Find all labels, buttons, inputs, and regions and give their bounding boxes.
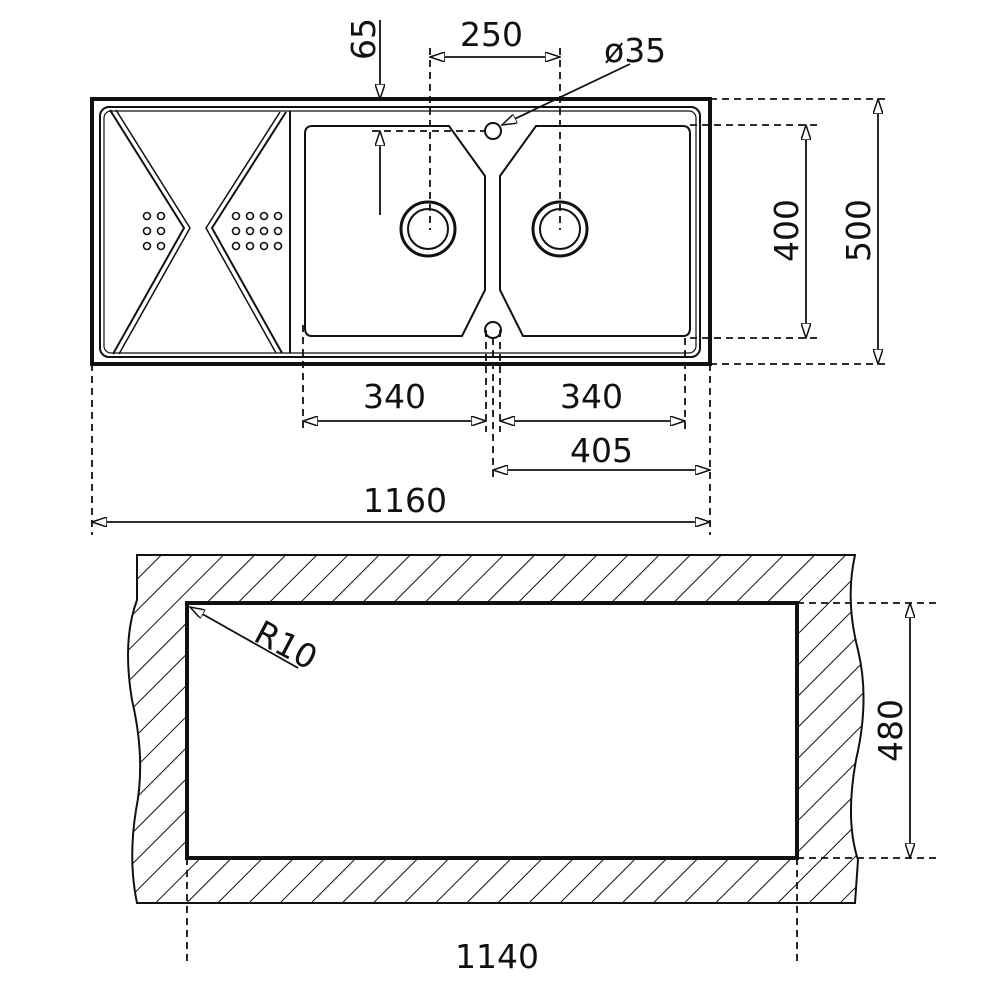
drainer-hole [245, 211, 255, 221]
drainer-hole [142, 226, 152, 236]
drainer-hole [231, 226, 241, 236]
dim-1160: 1160 [363, 481, 447, 520]
sink-outline [90, 97, 712, 366]
drainer-hole [259, 241, 269, 251]
sink-rim [99, 106, 701, 358]
drainer-hole [156, 211, 166, 221]
drainer-hole [245, 241, 255, 251]
drainer-holes [142, 211, 283, 251]
dim-65: 65 [344, 18, 383, 60]
drainer-hole [259, 226, 269, 236]
cutout-opening [185, 601, 799, 860]
drainer-hole [259, 211, 269, 221]
dim-340-right: 340 [560, 377, 623, 416]
cutout-view: R10 480 1140 [127, 554, 938, 976]
dim-500: 500 [839, 199, 878, 262]
bowl-right [499, 125, 691, 337]
drainer [109, 109, 287, 355]
drainer-hole [273, 241, 283, 251]
dim-1140: 1140 [455, 937, 539, 976]
dim-405: 405 [570, 431, 633, 470]
bowl-left [304, 125, 486, 337]
drainer-hole [142, 241, 152, 251]
overflow-hole [484, 321, 502, 339]
drainer-hole [273, 211, 283, 221]
drainer-hole [142, 211, 152, 221]
dim-hole-diameter: ø35 [604, 31, 666, 70]
drain-left [399, 200, 457, 258]
tap-hole [484, 122, 502, 140]
drainer-hole [231, 211, 241, 221]
dim-250: 250 [460, 15, 523, 54]
dim-340-left: 340 [363, 377, 426, 416]
drainer-hole [245, 226, 255, 236]
drainer-hole [273, 226, 283, 236]
drainer-hole [156, 226, 166, 236]
dim-400: 400 [767, 199, 806, 262]
drainer-hole [231, 241, 241, 251]
drainer-hole [156, 241, 166, 251]
sink-top-view: 65 250 ø35 400 500 340 340 405 1160 [90, 15, 888, 535]
dim-480: 480 [871, 699, 910, 762]
